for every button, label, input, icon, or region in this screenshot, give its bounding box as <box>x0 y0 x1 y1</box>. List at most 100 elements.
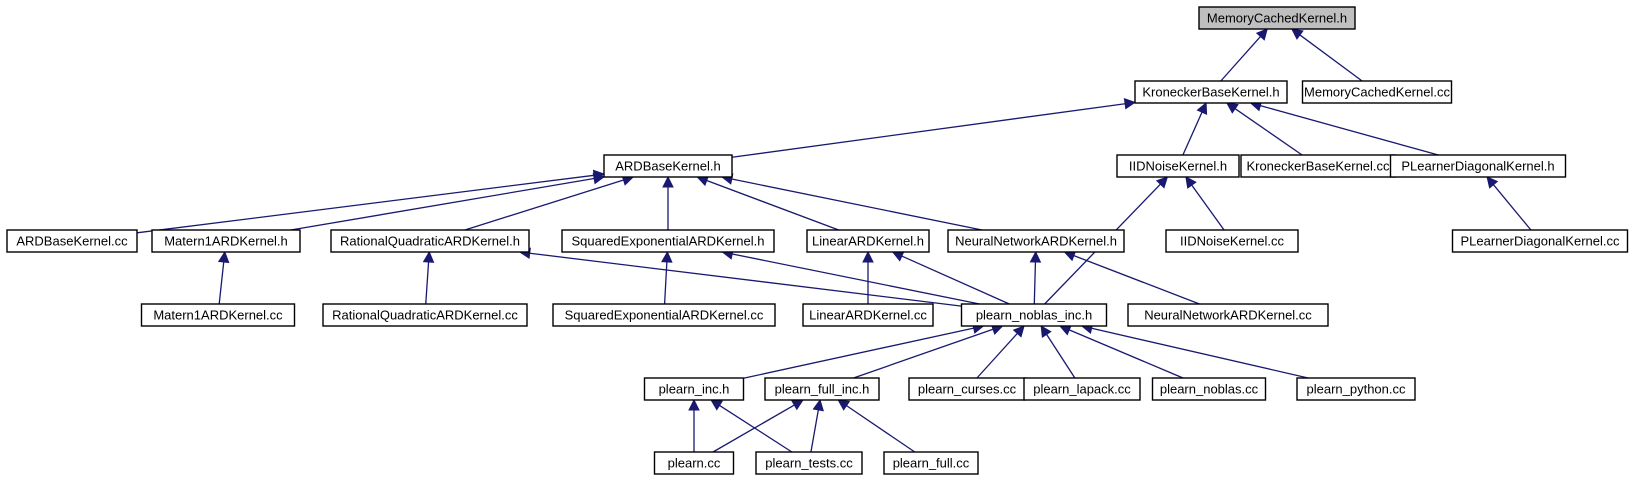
edge-plearn_cc-to-pfinc_h <box>712 404 795 453</box>
arrowhead-icon <box>592 172 606 185</box>
node-box <box>960 303 1108 327</box>
node-box <box>561 229 775 253</box>
node-label: plearn_noblas.cc <box>1160 382 1259 397</box>
edge-m1_cc-to-m1_h <box>218 261 225 305</box>
arrowhead-icon <box>1225 102 1239 114</box>
node-plearn-inc-h[interactable]: plearn_inc.h <box>643 377 745 401</box>
node-matern1ardkernel-cc[interactable]: Matern1ARDKernel.cc <box>140 303 296 327</box>
node-label: plearn_noblas_inc.h <box>976 308 1092 323</box>
node-plearn-python-cc[interactable]: plearn_python.cc <box>1296 377 1416 401</box>
node-ardbasekernel-cc[interactable]: ARDBaseKernel.cc <box>6 229 138 253</box>
node-box <box>802 303 934 327</box>
node-box <box>1023 377 1141 401</box>
node-plearn-full-inc-h[interactable]: plearn_full_inc.h <box>764 377 880 401</box>
arrowhead-icon <box>662 175 674 188</box>
edge-iid_h-to-kbk_h <box>1182 111 1203 156</box>
node-label: SquaredExponentialARDKernel.cc <box>565 308 764 323</box>
node-plearnerdiagonalkernel-h[interactable]: PLearnerDiagonalKernel.h <box>1389 154 1567 178</box>
node-plearn-tests-cc[interactable]: plearn_tests.cc <box>755 451 863 475</box>
node-box <box>1134 80 1288 104</box>
edge-nn_cc-to-nn_h <box>1073 254 1200 305</box>
arrowhead-icon <box>1123 98 1137 110</box>
arrowhead-icon <box>1040 325 1052 338</box>
node-plearn-noblas-inc-h[interactable]: plearn_noblas_inc.h <box>960 303 1108 327</box>
node-plearn-full-cc[interactable]: plearn_full.cc <box>883 451 979 475</box>
node-label: plearn_tests.cc <box>765 456 853 471</box>
arrowhead-icon <box>1185 176 1197 189</box>
edge-se_cc-to-se_h <box>663 261 668 305</box>
node-box <box>806 229 930 253</box>
arrowhead-icon <box>422 250 435 263</box>
node-matern1ardkernel-h[interactable]: Matern1ARDKernel.h <box>151 229 301 253</box>
node-plearnerdiagonalkernel-cc[interactable]: PLearnerDiagonalKernel.cc <box>1451 229 1629 253</box>
node-box <box>1389 154 1567 178</box>
edge-lin_h-to-ard_h <box>706 179 839 231</box>
arrowhead-icon <box>1255 28 1268 41</box>
node-iidnoisekernel-cc[interactable]: IIDNoiseKernel.cc <box>1165 229 1299 253</box>
node-neuralnetworkardkernel-cc[interactable]: NeuralNetworkARDKernel.cc <box>1127 303 1329 327</box>
node-label: RationalQuadraticARDKernel.h <box>340 234 520 249</box>
edge-pni_h-to-se_h <box>732 253 980 305</box>
node-box <box>1198 6 1356 30</box>
node-label: NeuralNetworkARDKernel.h <box>955 234 1117 249</box>
node-squaredexponentialardkernel-cc[interactable]: SquaredExponentialARDKernel.cc <box>552 303 776 327</box>
node-plearn-lapack-cc[interactable]: plearn_lapack.cc <box>1023 377 1141 401</box>
arrowhead-icon <box>710 399 724 411</box>
arrowhead-icon <box>812 398 824 412</box>
node-memorycachedkernel-cc[interactable]: MemoryCachedKernel.cc <box>1301 80 1453 104</box>
node-label: IIDNoiseKernel.cc <box>1180 234 1285 249</box>
node-plearn-noblas-cc[interactable]: plearn_noblas.cc <box>1151 377 1267 401</box>
edge-rq_cc-to-rq_h <box>425 261 430 305</box>
node-box <box>603 154 733 178</box>
node-label: plearn_inc.h <box>659 382 730 397</box>
node-box <box>883 451 979 475</box>
arrowhead-icon <box>1486 176 1499 189</box>
edge-rq_h-to-ard_h <box>464 179 624 231</box>
node-label: IIDNoiseKernel.h <box>1129 159 1227 174</box>
edge-ptests-to-pinc_h <box>719 404 793 453</box>
node-label: Matern1ARDKernel.h <box>164 234 288 249</box>
node-label: plearn_lapack.cc <box>1033 382 1131 397</box>
node-box <box>947 229 1125 253</box>
edge-pinc_h-to-pni_h <box>743 327 974 379</box>
node-plearn-curses-cc[interactable]: plearn_curses.cc <box>908 377 1026 401</box>
node-rationalquadraticardkernel-cc[interactable]: RationalQuadraticARDKernel.cc <box>322 303 528 327</box>
arrowhead-icon <box>891 250 905 262</box>
arrowhead-icon <box>1029 250 1042 263</box>
arrowhead-icon <box>1290 28 1304 40</box>
node-rationalquadraticardkernel-h[interactable]: RationalQuadraticARDKernel.h <box>330 229 530 253</box>
node-memorycachedkernel-h: MemoryCachedKernel.h <box>1198 6 1356 30</box>
node-label: MemoryCachedKernel.cc <box>1304 85 1450 100</box>
node-kroneckerbasekernel-cc[interactable]: KroneckerBaseKernel.cc <box>1240 154 1396 178</box>
node-label: MemoryCachedKernel.h <box>1207 11 1347 26</box>
node-label: LinearARDKernel.cc <box>809 308 927 323</box>
node-plearn-cc[interactable]: plearn.cc <box>653 451 735 475</box>
node-neuralnetworkardkernel-h[interactable]: NeuralNetworkARDKernel.h <box>947 229 1125 253</box>
node-box <box>1165 229 1299 253</box>
edge-ppython-to-pni_h <box>1091 327 1309 379</box>
node-label: plearn_curses.cc <box>918 382 1017 397</box>
edge-ard_cc-to-ard_h <box>136 174 595 234</box>
arrowhead-icon <box>862 250 874 263</box>
edge-pni_h-to-lin_h <box>901 255 1010 305</box>
node-squaredexponentialardkernel-h[interactable]: SquaredExponentialARDKernel.h <box>561 229 775 253</box>
edge-pld_cc-to-pld_h <box>1492 184 1532 231</box>
node-label: PLearnerDiagonalKernel.cc <box>1461 234 1620 249</box>
node-ardbasekernel-h[interactable]: ARDBaseKernel.h <box>603 154 733 178</box>
node-label: plearn_python.cc <box>1306 382 1406 397</box>
node-label: ARDBaseKernel.h <box>615 159 721 174</box>
edge-pni_h-to-nn_h <box>1033 261 1037 305</box>
node-kroneckerbasekernel-h[interactable]: KroneckerBaseKernel.h <box>1134 80 1288 104</box>
edge-pnoblas-to-pni_h <box>1068 329 1184 379</box>
node-iidnoisekernel-h[interactable]: IIDNoiseKernel.h <box>1116 154 1240 178</box>
node-linearardkernel-cc[interactable]: LinearARDKernel.cc <box>802 303 934 327</box>
edge-pfinc_h-to-pni_h <box>853 328 994 379</box>
edge-kbk_cc-to-kbk_h <box>1234 108 1303 156</box>
node-box <box>643 377 745 401</box>
arrowhead-icon <box>661 250 673 263</box>
node-label: SquaredExponentialARDKernel.h <box>572 234 765 249</box>
node-box <box>653 451 735 475</box>
node-linearardkernel-h[interactable]: LinearARDKernel.h <box>806 229 930 253</box>
node-box <box>552 303 776 327</box>
